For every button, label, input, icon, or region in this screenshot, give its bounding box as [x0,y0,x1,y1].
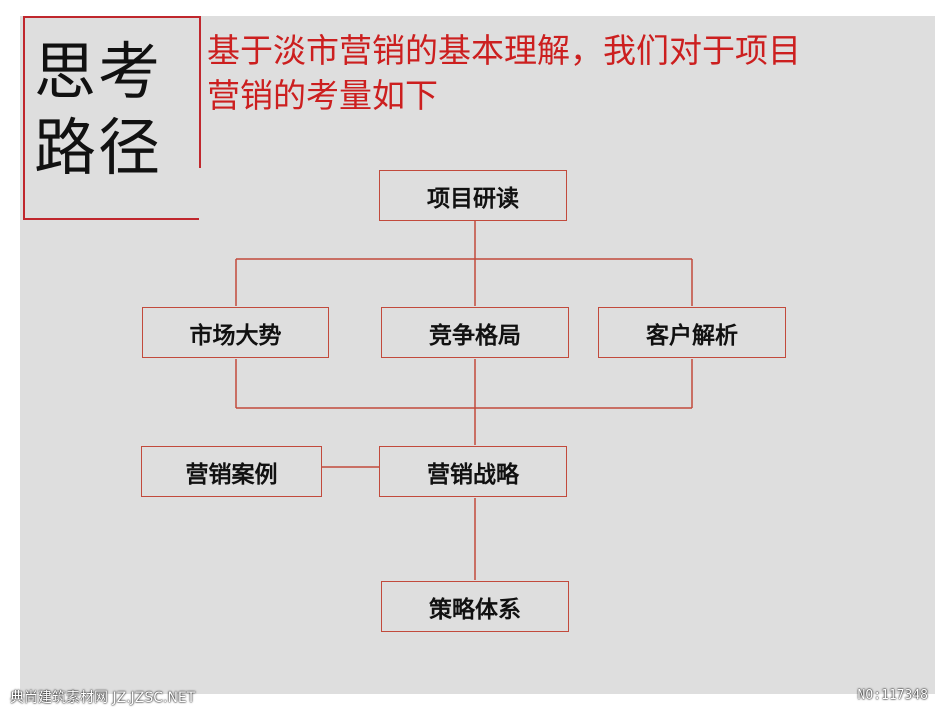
headline-line-2: 营销的考量如下 [207,76,438,115]
corner-title-frame [23,16,199,220]
node-customer-analysis: 客户解析 [598,307,786,358]
node-market-trend-label: 市场大势 [189,322,282,349]
node-marketing-cases: 营销案例 [141,446,322,497]
node-marketing-cases-label: 营销案例 [185,461,278,488]
node-competition-label: 竞争格局 [429,322,521,349]
node-strategy-system: 策略体系 [381,581,569,632]
node-marketing-strategy-label: 营销战略 [427,461,519,488]
node-competition: 竞争格局 [381,307,569,358]
corner-title-line-1: 思考 [34,35,163,108]
node-strategy-system-label: 策略体系 [429,596,521,623]
node-project-study-label: 项目研读 [427,185,519,212]
node-marketing-strategy: 营销战略 [379,446,567,497]
node-market-trend: 市场大势 [142,307,329,358]
node-customer-analysis-label: 客户解析 [646,322,738,349]
slide-headline: 基于淡市营销的基本理解，我们对于项目 营销的考量如下 [207,28,927,118]
watermark-right: NO:117348 [857,688,928,703]
watermark-left: 典尚建筑素材网 JZ.JZSC.NET [10,690,196,706]
headline-line-1: 基于淡市营销的基本理解，我们对于项目 [207,31,801,70]
corner-title-line-2: 路径 [34,111,163,184]
corner-title-frame-right-edge [199,16,201,168]
corner-title: 思考 路径 [34,34,184,186]
node-project-study: 项目研读 [379,170,567,221]
